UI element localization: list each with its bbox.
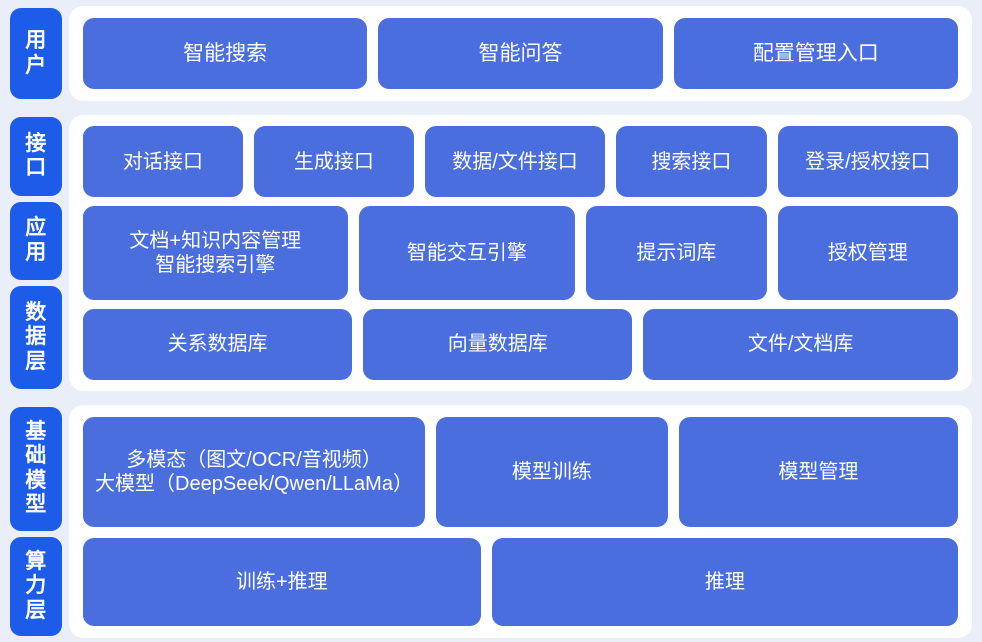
block-generation-interface[interactable]: 生成接口 xyxy=(253,126,414,198)
block-dialog-interface[interactable]: 对话接口 xyxy=(83,126,243,198)
row-data: 关系数据库 向量数据库 文件/文档库 xyxy=(83,308,958,381)
rail-label-interface: 接 口 xyxy=(10,117,62,196)
row-application: 文档+知识内容管理 智能搜索引擎 智能交互引擎 提示词库 授权管理 xyxy=(83,206,958,300)
block-smart-search[interactable]: 智能搜索 xyxy=(83,18,368,89)
section-infrastructure: 基 础 模 型 算 力 层 多模态（图文/OCR/音视频） 大模型（DeepSe… xyxy=(10,405,972,638)
row-interface: 对话接口 生成接口 数据/文件接口 搜索接口 登录/授权接口 xyxy=(83,126,958,198)
rail-char: 础 xyxy=(25,444,47,468)
block-smart-interaction-engine[interactable]: 智能交互引擎 xyxy=(358,206,576,300)
row-compute: 训练+推理 推理 xyxy=(83,538,958,626)
section-platform: 接 口 应 用 数 据 层 对话接口 生成接口 数据/文件接口 搜索接口 登录/… xyxy=(10,115,972,391)
row-foundation-model: 多模态（图文/OCR/音视频） 大模型（DeepSeek/Qwen/LLaMa）… xyxy=(83,417,958,528)
rail-label-user: 用 户 xyxy=(10,8,62,99)
rail-user: 用 户 xyxy=(10,6,62,101)
rail-infrastructure: 基 础 模 型 算 力 层 xyxy=(10,405,62,638)
section-user: 用 户 智能搜索 智能问答 配置管理入口 xyxy=(10,6,972,101)
rail-char: 据 xyxy=(25,325,47,349)
rail-char: 用 xyxy=(25,29,47,53)
block-multimodal-large-model[interactable]: 多模态（图文/OCR/音视频） 大模型（DeepSeek/Qwen/LLaMa） xyxy=(83,417,426,528)
block-search-interface[interactable]: 搜索接口 xyxy=(616,126,767,198)
block-smart-qa[interactable]: 智能问答 xyxy=(378,18,663,89)
block-line: 智能搜索引擎 xyxy=(155,254,276,276)
block-doc-knowledge-management[interactable]: 文档+知识内容管理 智能搜索引擎 xyxy=(83,206,348,300)
rail-char: 口 xyxy=(25,156,47,180)
block-login-auth-interface[interactable]: 登录/授权接口 xyxy=(777,126,958,198)
rail-char: 层 xyxy=(25,598,47,622)
rail-label-compute-layer: 算 力 层 xyxy=(10,536,62,637)
rail-char: 模 xyxy=(25,468,47,492)
block-line: 文档+知识内容管理 xyxy=(129,229,302,252)
rail-char: 基 xyxy=(25,420,47,444)
rail-char: 层 xyxy=(25,349,47,373)
rail-label-foundation-model: 基 础 模 型 xyxy=(10,407,62,531)
rail-platform: 接 口 应 用 数 据 层 xyxy=(10,115,62,391)
rail-char: 力 xyxy=(25,574,47,598)
block-model-training[interactable]: 模型训练 xyxy=(436,417,668,528)
rail-label-application: 应 用 xyxy=(10,201,62,281)
rail-char: 用 xyxy=(25,240,47,264)
rail-char: 户 xyxy=(25,53,47,77)
rail-char: 数 xyxy=(25,301,47,324)
rail-label-data-layer: 数 据 层 xyxy=(10,286,62,389)
rail-char: 算 xyxy=(25,549,47,573)
block-model-management[interactable]: 模型管理 xyxy=(678,417,958,528)
block-prompt-library[interactable]: 提示词库 xyxy=(586,206,767,300)
block-vector-database[interactable]: 向量数据库 xyxy=(363,308,633,381)
block-config-management-entry[interactable]: 配置管理入口 xyxy=(673,18,958,89)
card-user: 智能搜索 智能问答 配置管理入口 xyxy=(69,6,972,101)
block-inference[interactable]: 推理 xyxy=(491,538,958,626)
rail-char: 应 xyxy=(25,216,47,240)
rail-char: 型 xyxy=(25,493,47,517)
row-user-entries: 智能搜索 智能问答 配置管理入口 xyxy=(83,18,958,89)
block-file-document-store[interactable]: 文件/文档库 xyxy=(643,308,958,381)
block-training-and-inference[interactable]: 训练+推理 xyxy=(83,538,481,626)
rail-char: 接 xyxy=(25,131,47,155)
card-platform: 对话接口 生成接口 数据/文件接口 搜索接口 登录/授权接口 文档+知识内容管理… xyxy=(69,115,972,391)
card-infrastructure: 多模态（图文/OCR/音视频） 大模型（DeepSeek/Qwen/LLaMa）… xyxy=(69,405,972,638)
block-authorization-management[interactable]: 授权管理 xyxy=(777,206,958,300)
block-line: 多模态（图文/OCR/音视频） xyxy=(126,448,382,471)
block-relational-database[interactable]: 关系数据库 xyxy=(83,308,353,381)
block-line: 大模型（DeepSeek/Qwen/LLaMa） xyxy=(95,473,413,496)
block-data-file-interface[interactable]: 数据/文件接口 xyxy=(424,126,606,198)
